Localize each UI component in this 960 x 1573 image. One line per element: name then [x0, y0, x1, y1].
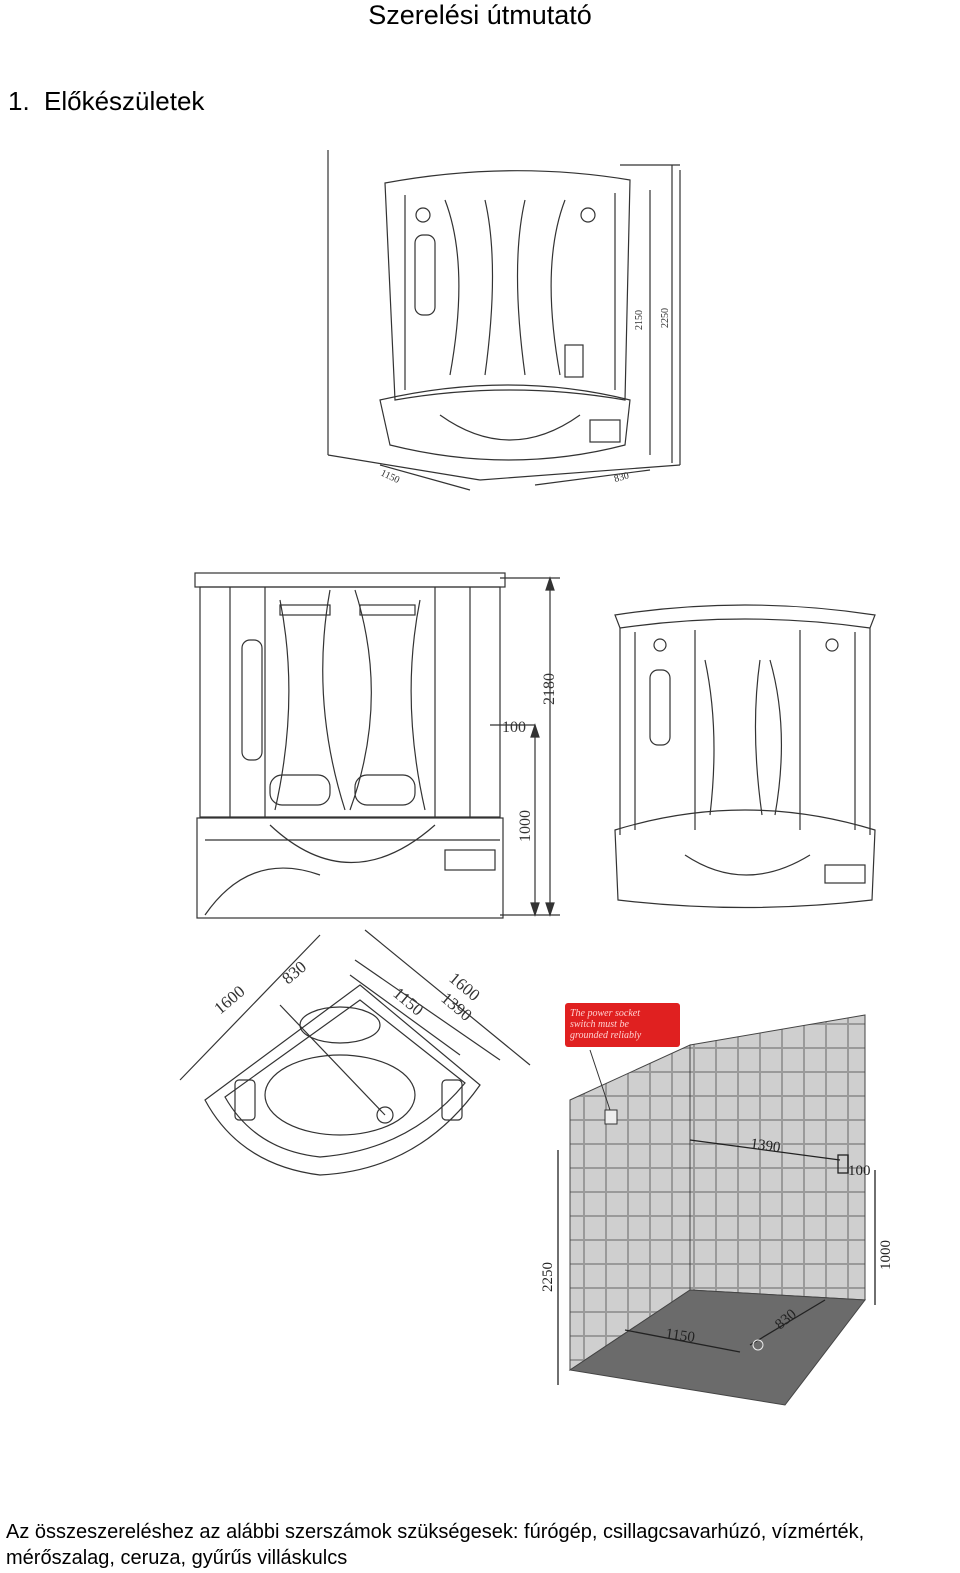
tools-paragraph: Az összeszereléshez az alábbi szerszámok… [6, 1521, 865, 1569]
dim-1000-wall: 1000 [878, 1240, 894, 1270]
warning-label-box [565, 1003, 680, 1047]
section-heading: 1. Előkészületek [8, 86, 204, 116]
section-title: Előkészületek [44, 86, 205, 116]
dim-2250-wall: 2250 [540, 1262, 556, 1292]
dim-830-plan: 830 [278, 957, 310, 988]
dim-2250: 2250 [660, 308, 671, 328]
dim-2150: 2150 [634, 310, 645, 330]
shower-perspective-figure: 2150 2250 1150 830 [327, 150, 681, 491]
dim-1150-wall: 1150 [664, 1326, 695, 1346]
dim-1390-wall: 1390 [749, 1136, 781, 1156]
dim-100: 100 [502, 719, 526, 736]
dim-830: 830 [613, 470, 630, 485]
shower-front-figure: 2180 100 1000 [194, 572, 560, 919]
drain-icon [752, 1339, 764, 1351]
dim-1000: 1000 [517, 810, 534, 842]
dim-100-wall: 100 [848, 1163, 871, 1179]
warning-line-3: grounded reliably [570, 1030, 642, 1041]
wall-installation-figure: The power socket switch must be grounded… [540, 1003, 894, 1406]
shower-side-figure [614, 604, 876, 909]
dim-1600-left: 1600 [210, 982, 248, 1018]
warning-line-2: switch must be [570, 1019, 629, 1030]
power-socket-icon [604, 1109, 618, 1125]
shower-plan-figure: 1600 830 1150 1600 1390 [179, 929, 531, 1176]
warning-line-1: The power socket [570, 1008, 640, 1019]
page-title: Szerelési útmutató [368, 0, 592, 30]
section-number: 1. [8, 86, 30, 116]
dim-2180: 2180 [541, 673, 558, 705]
